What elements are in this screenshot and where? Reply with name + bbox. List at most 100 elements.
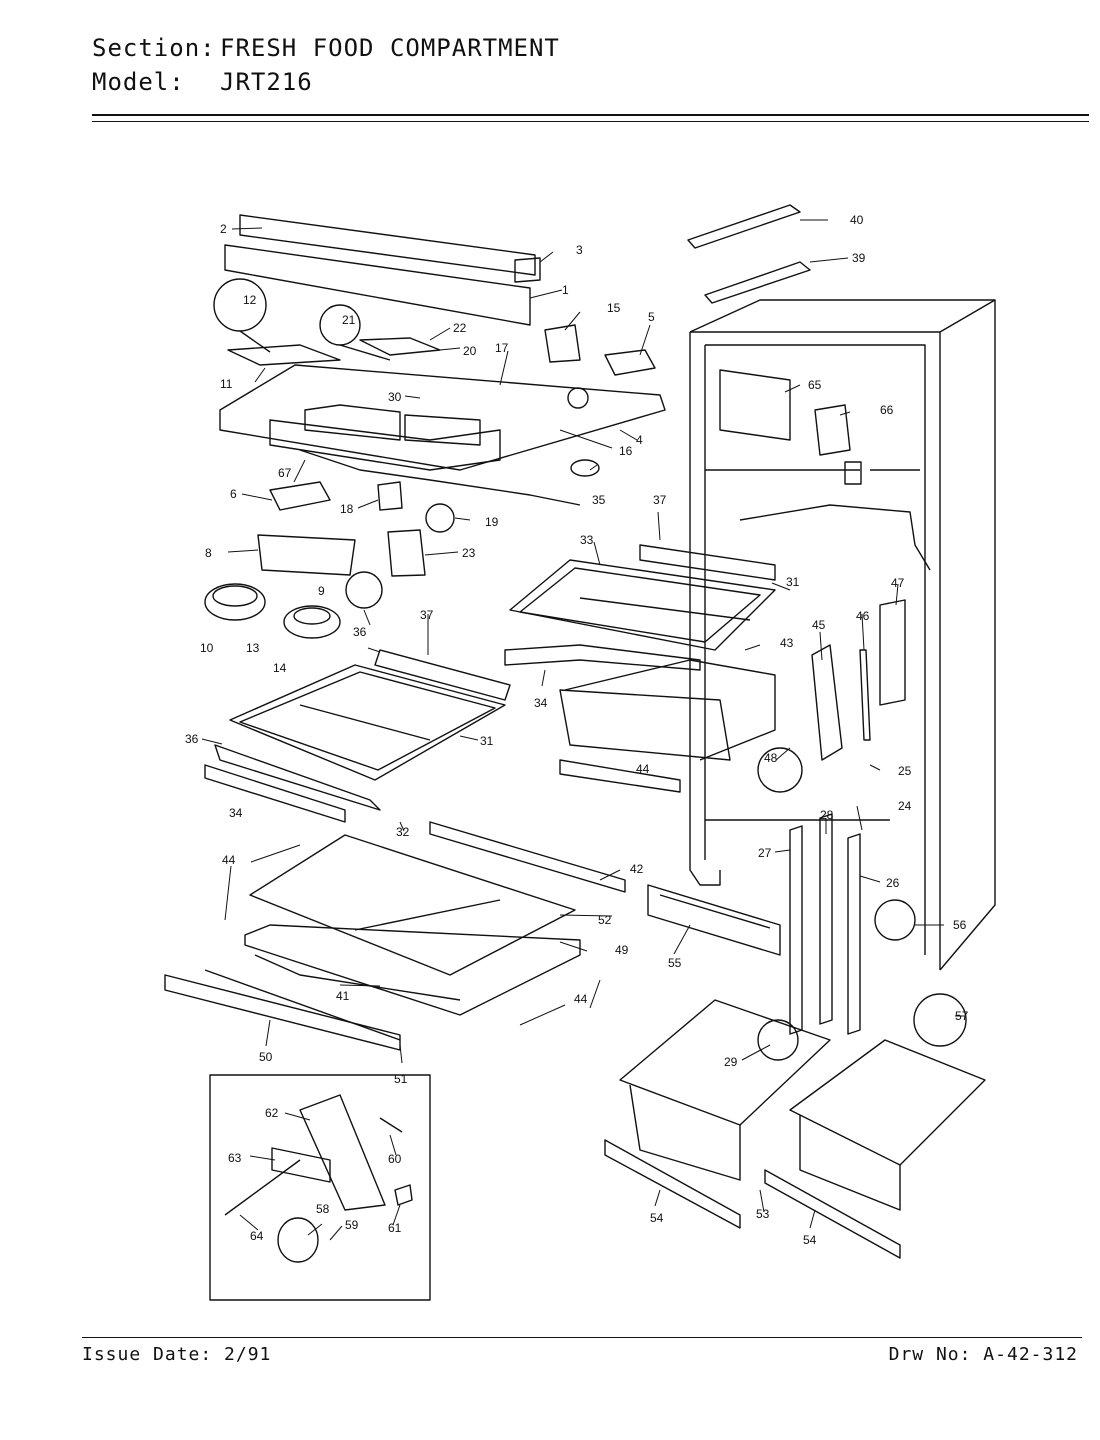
model-number: JRT216 <box>220 68 313 96</box>
callout-25: 25 <box>898 764 912 778</box>
part-panels-upper <box>719 369 851 456</box>
callout-13: 13 <box>246 641 260 655</box>
callout-57: 57 <box>955 1009 969 1023</box>
section-row: Section:FRESH FOOD COMPARTMENT <box>92 34 560 62</box>
callout-56: 56 <box>953 918 967 932</box>
callout-8: 8 <box>205 546 212 560</box>
callout-58: 58 <box>316 1202 330 1216</box>
callout-65: 65 <box>808 378 822 392</box>
callout-21: 21 <box>342 313 356 327</box>
part-trim-top <box>224 214 541 326</box>
callout-31-lower: 31 <box>480 734 494 748</box>
callout-4: 4 <box>636 433 643 447</box>
callout-3: 3 <box>576 243 583 257</box>
model-row: Model: JRT216 <box>92 68 313 96</box>
callout-33: 33 <box>580 533 594 547</box>
callout-20: 20 <box>463 344 477 358</box>
part-rail-supports <box>811 599 906 761</box>
callout-22: 22 <box>453 321 467 335</box>
part-upper-right-shelf <box>504 544 776 793</box>
callout-47: 47 <box>891 576 905 590</box>
part-crisper-drawers <box>604 999 986 1259</box>
callout-14: 14 <box>273 661 287 675</box>
callout-54-left: 54 <box>650 1211 664 1225</box>
callout-30: 30 <box>388 390 402 404</box>
section-title: FRESH FOOD COMPARTMENT <box>220 34 560 62</box>
part-trims-upper-right <box>687 204 811 304</box>
issue-date: Issue Date: 2/91 <box>82 1344 272 1365</box>
callout-31-upper: 31 <box>786 575 800 589</box>
callout-15: 15 <box>607 301 621 315</box>
callout-59: 59 <box>345 1218 359 1232</box>
callout-54-right: 54 <box>803 1233 817 1247</box>
callout-48: 48 <box>764 751 778 765</box>
callout-45: 45 <box>812 618 826 632</box>
callout-12: 12 <box>243 293 257 307</box>
callout-46: 46 <box>856 609 870 623</box>
callout-17: 17 <box>495 341 509 355</box>
callout-27: 27 <box>758 846 772 860</box>
callout-37-lower: 37 <box>420 608 434 622</box>
callout-67: 67 <box>278 466 292 480</box>
callout-40: 40 <box>850 213 864 227</box>
callout-35: 35 <box>592 493 606 507</box>
callout-60: 60 <box>388 1152 402 1166</box>
callout-43: 43 <box>780 636 794 650</box>
cabinet-outline <box>689 299 996 971</box>
callout-49: 49 <box>615 943 629 957</box>
callout-41: 41 <box>336 989 350 1003</box>
header-divider <box>92 114 1089 116</box>
callout-42: 42 <box>630 862 644 876</box>
part-left-shelf <box>204 649 511 823</box>
callout-62: 62 <box>265 1106 279 1120</box>
part-light-covers <box>204 583 341 639</box>
callout-64: 64 <box>250 1229 264 1243</box>
callout-32: 32 <box>396 825 410 839</box>
callout-19: 19 <box>485 515 499 529</box>
section-label: Section: <box>92 34 216 62</box>
callout-29: 29 <box>724 1055 738 1069</box>
part-shelf-ladders <box>789 813 861 1035</box>
callout-52: 52 <box>598 913 612 927</box>
callout-37-upper: 37 <box>653 493 667 507</box>
callout-44-lower: 44 <box>574 992 588 1006</box>
callout-10: 10 <box>200 641 214 655</box>
callout-36-upper: 36 <box>353 625 367 639</box>
part-control-housing <box>219 364 666 506</box>
callout-1: 1 <box>562 283 569 297</box>
callout-50: 50 <box>259 1050 273 1064</box>
callout-2: 2 <box>220 222 227 236</box>
callout-11: 11 <box>220 377 233 391</box>
callout-61: 61 <box>388 1221 402 1235</box>
callout-16: 16 <box>619 444 633 458</box>
callout-44-upper: 44 <box>636 762 650 776</box>
callout-18: 18 <box>340 502 354 516</box>
callout-63: 63 <box>228 1151 242 1165</box>
callout-24: 24 <box>898 799 912 813</box>
detail-circles <box>213 278 391 609</box>
callout-44-left: 44 <box>222 853 236 867</box>
part-crisper-cover <box>164 821 626 1051</box>
callout-labels: 1 2 3 4 5 6 8 9 10 11 12 13 14 15 16 17 … <box>185 213 969 1247</box>
callout-55: 55 <box>668 956 682 970</box>
callout-34-upper: 34 <box>534 696 548 710</box>
footer-divider <box>82 1337 1082 1338</box>
part-drawer-frame <box>647 884 781 956</box>
callout-6: 6 <box>230 487 237 501</box>
model-label: Model: <box>92 68 185 96</box>
detail-circles-lower <box>757 747 967 1061</box>
caster-detail-inset <box>209 1074 431 1301</box>
callout-5: 5 <box>648 310 655 324</box>
callout-39: 39 <box>852 251 866 265</box>
callout-36-lower: 36 <box>185 732 199 746</box>
drawing-number: Drw No: A-42-312 <box>888 1344 1078 1365</box>
header-divider-thin <box>92 121 1089 122</box>
callout-34-lower: 34 <box>229 806 243 820</box>
callout-23: 23 <box>462 546 476 560</box>
leader-lines <box>201 219 965 1241</box>
callout-28: 28 <box>820 808 834 822</box>
callout-9: 9 <box>318 584 325 598</box>
callout-51: 51 <box>394 1072 408 1086</box>
callout-26: 26 <box>886 876 900 890</box>
